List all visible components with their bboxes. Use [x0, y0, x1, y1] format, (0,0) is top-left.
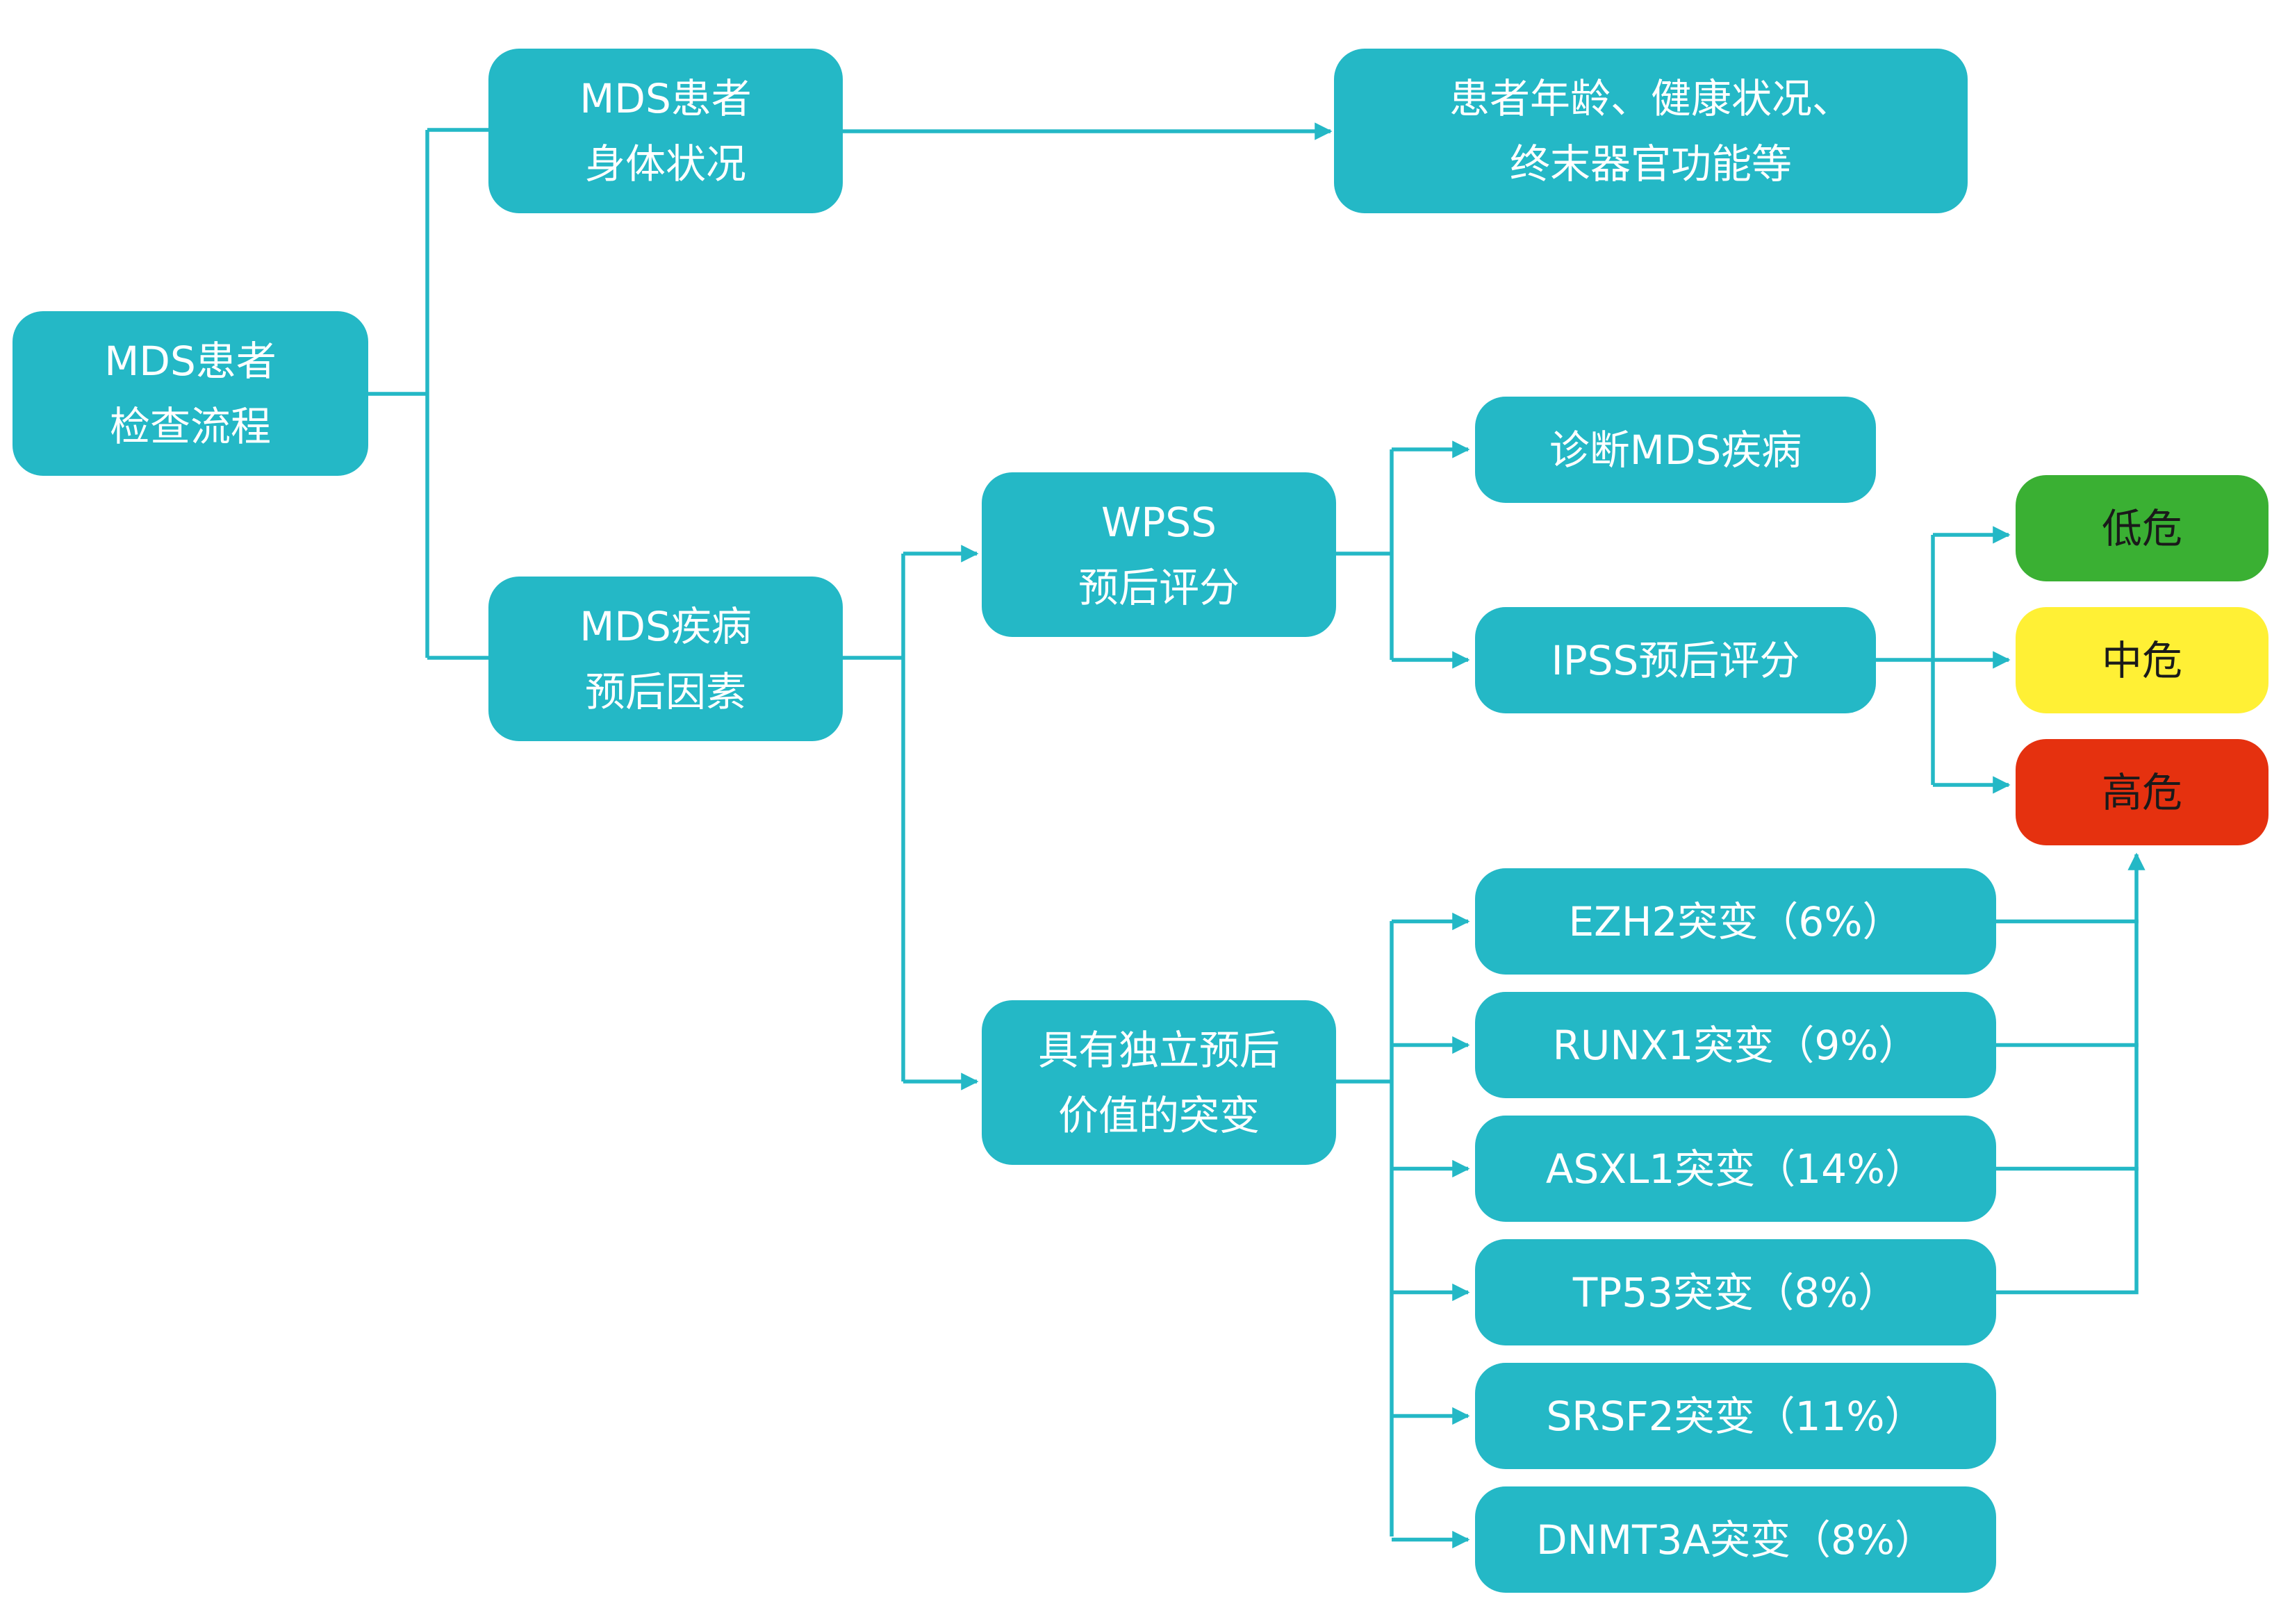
body-detail-line2: 终末器官功能等: [1509, 140, 1792, 188]
mutation-label: ASXL1突变（14%）: [1545, 1145, 1926, 1193]
diagnose-node: 诊断MDS疾病: [1475, 397, 1876, 503]
root-node-line2: 检查流程: [109, 402, 271, 450]
risk-low-node: 低危: [2016, 475, 2268, 581]
body-detail-node: 患者年龄、健康状况、 终末器官功能等: [1334, 49, 1968, 213]
wpss-line2: 预后评分: [1078, 563, 1240, 611]
mutation-label: TP53突变（8%）: [1572, 1268, 1899, 1316]
body-status-line2: 身体状况: [584, 140, 746, 188]
high-risk-links: [1996, 919, 2139, 1295]
prognosis-node: MDS疾病 预后因素: [488, 577, 843, 741]
root-node-line1: MDS患者: [104, 337, 277, 385]
risk-mid-node: 中危: [2016, 607, 2268, 713]
mutation-node-runx1: RUNX1突变（9%）: [1475, 992, 1996, 1098]
mutations-group-line1: 具有独立预后: [1037, 1026, 1280, 1074]
risk-high-node: 高危: [2016, 739, 2268, 845]
body-detail-line1: 患者年龄、健康状况、: [1449, 74, 1852, 122]
wpss-node: WPSS 预后评分: [982, 472, 1336, 637]
body-status-node: MDS患者 身体状况: [488, 49, 843, 213]
wpss-line1: WPSS: [1101, 498, 1217, 546]
prognosis-line1: MDS疾病: [579, 602, 752, 650]
mutation-label: DNMT3A突变（8%）: [1535, 1516, 1936, 1564]
risk-mid-label: 中危: [2101, 636, 2182, 684]
mutation-arrows: [1392, 912, 1470, 1549]
mutation-node-tp53: TP53突变（8%）: [1475, 1239, 1996, 1345]
ipss-node: IPSS预后评分: [1475, 607, 1876, 713]
risk-low-label: 低危: [2101, 504, 2182, 552]
mutation-label: SRSF2突变（11%）: [1546, 1392, 1925, 1440]
mutations-group-node: 具有独立预后 价值的突变: [982, 1000, 1336, 1165]
mutation-label: EZH2突变（6%）: [1568, 897, 1903, 945]
mutation-node-asxl1: ASXL1突变（14%）: [1475, 1116, 1996, 1222]
diagnose-label: 诊断MDS疾病: [1549, 426, 1802, 474]
mutation-label: RUNX1突变（9%）: [1552, 1021, 1919, 1069]
mutation-node-dnmt3a: DNMT3A突变（8%）: [1475, 1486, 1996, 1593]
prognosis-line2: 预后因素: [584, 668, 746, 715]
body-status-line1: MDS患者: [579, 74, 752, 122]
mutation-node-srsf2: SRSF2突变（11%）: [1475, 1363, 1996, 1469]
mutation-node-ezh2: EZH2突变（6%）: [1475, 868, 1996, 975]
ipss-label: IPSS预后评分: [1551, 636, 1800, 684]
mutations-group-line2: 价值的突变: [1057, 1091, 1260, 1139]
root-node: MDS患者 检查流程: [13, 311, 368, 476]
risk-high-label: 高危: [2101, 768, 2182, 816]
